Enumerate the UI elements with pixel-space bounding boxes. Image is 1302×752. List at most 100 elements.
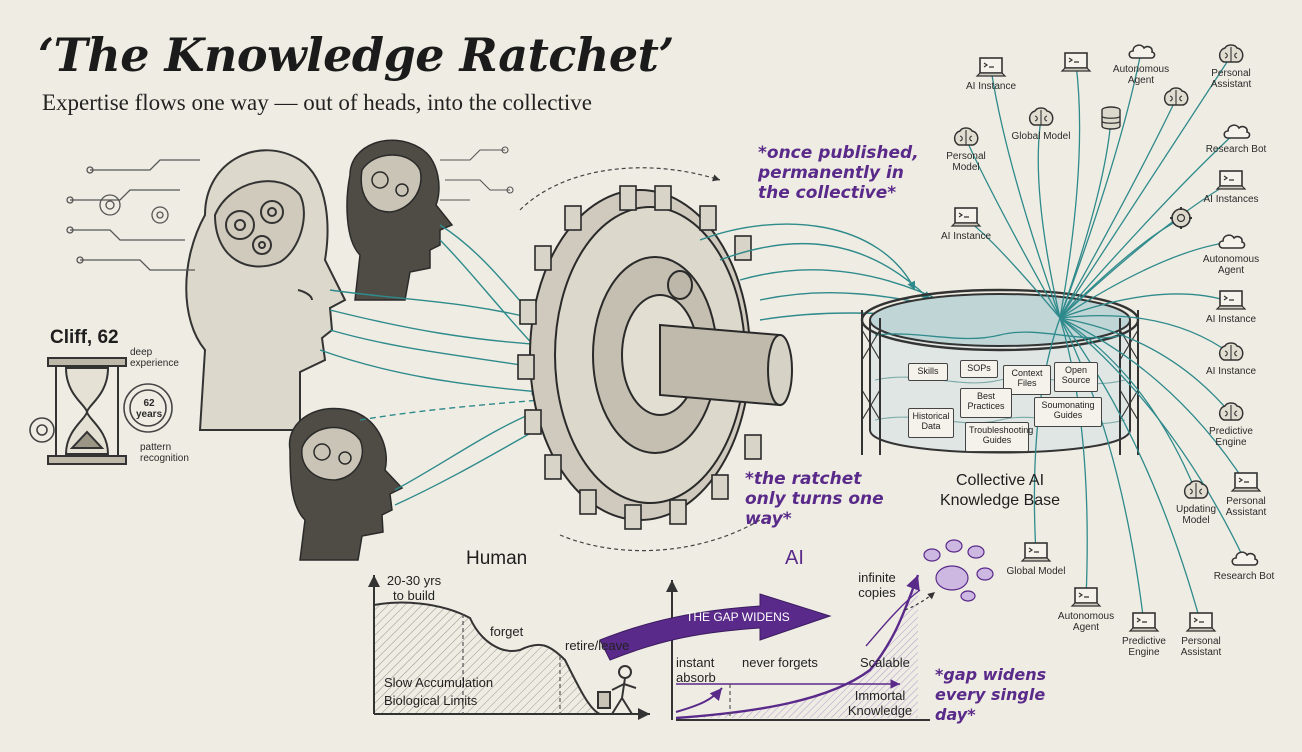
ai-node: Research Bot bbox=[1204, 118, 1268, 155]
ai-node: AI Instance bbox=[934, 205, 998, 242]
human-build-label: 20-30 yrs to build bbox=[386, 573, 442, 603]
ai-node: Personal Assistant bbox=[1199, 42, 1263, 90]
person-name: Cliff, 62 bbox=[50, 327, 119, 348]
cloud-icon bbox=[1218, 234, 1246, 249]
ai-node: AI Instance bbox=[1199, 288, 1263, 325]
ai-node: Personal Assistant bbox=[1214, 470, 1278, 518]
ai-node-label: Predictive Engine bbox=[1209, 426, 1253, 448]
human-limits-line2: Biological Limits bbox=[384, 693, 478, 708]
ai-node: Research Bot bbox=[1212, 545, 1276, 582]
ai-chart-title: AI bbox=[785, 547, 804, 569]
knowledge-card: Troubleshooting Guides bbox=[965, 422, 1033, 452]
fan-line bbox=[1059, 241, 1232, 319]
laptop-icon bbox=[950, 207, 982, 227]
top-head-circuit bbox=[440, 146, 514, 201]
hourglass-gears bbox=[29, 383, 173, 443]
ai-node-label: AI Instance bbox=[965, 81, 1017, 92]
fan-line bbox=[1059, 98, 1177, 319]
ai-node bbox=[1079, 105, 1143, 131]
flow-lines-heads-to-gear bbox=[319, 224, 546, 506]
ai-node: Global Model bbox=[1009, 105, 1073, 142]
human-chart-title: Human bbox=[466, 548, 528, 569]
human-retire-label: retire/leave bbox=[565, 638, 630, 653]
fan-line bbox=[1059, 317, 1232, 415]
ai-node: Global Model bbox=[1004, 540, 1068, 577]
knowledge-card: Open Source bbox=[1054, 362, 1098, 392]
fan-line bbox=[1059, 317, 1245, 560]
ai-node-label: Research Bot bbox=[1205, 144, 1267, 155]
ai-node-label: AI Instance bbox=[1205, 366, 1257, 377]
knowledge-card: Best Practices bbox=[960, 388, 1012, 418]
ai-node: AI Instance bbox=[1199, 340, 1263, 377]
human-forget-label: forget bbox=[490, 624, 524, 639]
fan-line bbox=[1059, 317, 1145, 625]
laptop-icon bbox=[1060, 52, 1092, 72]
page-title: ‘The Knowledge Ratchet’ bbox=[38, 28, 674, 82]
circuit-sketch bbox=[66, 159, 200, 271]
laptop-icon bbox=[1215, 290, 1247, 310]
note-once-published: *once published, permanently in the coll… bbox=[758, 143, 919, 203]
pattern-recognition-label: pattern recognition bbox=[140, 442, 189, 464]
ai-immortal-label: Immortal Knowledge bbox=[847, 688, 913, 718]
ai-node: Personal Assistant bbox=[1169, 610, 1233, 658]
ai-node-label: Global Model bbox=[1006, 566, 1066, 577]
ai-instant-label: instant absorb bbox=[676, 655, 716, 685]
knowledge-card: Soumonating Guides bbox=[1034, 397, 1102, 427]
laptop-icon bbox=[975, 57, 1007, 77]
note-gap-widens: *gap widens every single day* bbox=[935, 665, 1047, 724]
ai-node: Autonomous Agent bbox=[1199, 228, 1263, 276]
ai-node-label: AI Instances bbox=[1203, 194, 1259, 205]
ai-node-label: Autonomous Agent bbox=[1202, 254, 1260, 276]
knowledge-card: Historical Data bbox=[908, 408, 954, 438]
fan-line bbox=[965, 138, 1061, 319]
database-icon bbox=[1101, 106, 1121, 130]
flow-lines-tank-to-network bbox=[965, 51, 1247, 625]
brain-icon bbox=[1218, 44, 1244, 63]
fan-line bbox=[990, 68, 1061, 319]
ai-node-label: Autonomous Agent bbox=[1112, 64, 1170, 86]
ai-node-label: Autonomous Agent bbox=[1057, 611, 1115, 633]
brain-icon bbox=[1163, 87, 1189, 106]
fan-line bbox=[1059, 317, 1247, 485]
ai-scalable-label: Scalable bbox=[860, 655, 910, 670]
fan-line bbox=[1059, 314, 1232, 355]
brain-icon bbox=[1028, 107, 1054, 126]
fan-line bbox=[1059, 317, 1088, 600]
gap-banner-label: THE GAP WIDENS bbox=[686, 610, 790, 624]
hourglass-sketch bbox=[47, 357, 127, 465]
deep-experience-label: deep experience bbox=[130, 347, 179, 369]
ai-node-label: Updating Model bbox=[1175, 504, 1217, 526]
fan-line bbox=[1037, 118, 1061, 319]
cloud-icon bbox=[1231, 551, 1259, 566]
knowledge-base-label: Collective AI Knowledge Base bbox=[939, 472, 1061, 509]
fan-line bbox=[1059, 55, 1232, 319]
ai-node-label: Research Bot bbox=[1213, 571, 1275, 582]
ai-node: Personal Model bbox=[934, 125, 998, 173]
ai-infinite-label: infinite copies bbox=[858, 570, 896, 600]
laptop-icon bbox=[1185, 612, 1217, 632]
ai-node-label: Personal Assistant bbox=[1210, 68, 1252, 90]
human-limits-line1: Slow Accumulation bbox=[384, 675, 494, 690]
ratchet-gear-sketch bbox=[517, 167, 793, 552]
ai-node-label: Personal Assistant bbox=[1180, 636, 1222, 658]
ai-node-label: Personal Model bbox=[946, 151, 986, 173]
ai-node: Autonomous Agent bbox=[1054, 585, 1118, 633]
fan-line bbox=[1059, 51, 1142, 319]
gear-brain-icon bbox=[1170, 207, 1192, 229]
cloud-icon bbox=[1223, 124, 1251, 139]
ai-node bbox=[1044, 50, 1108, 76]
laptop-icon bbox=[1070, 587, 1102, 607]
note-ratchet-one-way: *the ratchet only turns one way* bbox=[745, 469, 884, 529]
fan-line bbox=[1059, 118, 1112, 319]
brain-icon bbox=[1218, 342, 1244, 361]
ai-node bbox=[1149, 205, 1213, 231]
human-decline-chart bbox=[368, 575, 650, 720]
ai-node: AI Instances bbox=[1199, 168, 1263, 205]
fan-line bbox=[1059, 218, 1182, 319]
cloud-icon bbox=[1128, 44, 1156, 59]
brain-icon bbox=[1183, 480, 1209, 499]
ai-node-label: AI Instance bbox=[940, 231, 992, 242]
ai-node-label: Personal Assistant bbox=[1225, 496, 1267, 518]
fan-line bbox=[1059, 293, 1232, 319]
